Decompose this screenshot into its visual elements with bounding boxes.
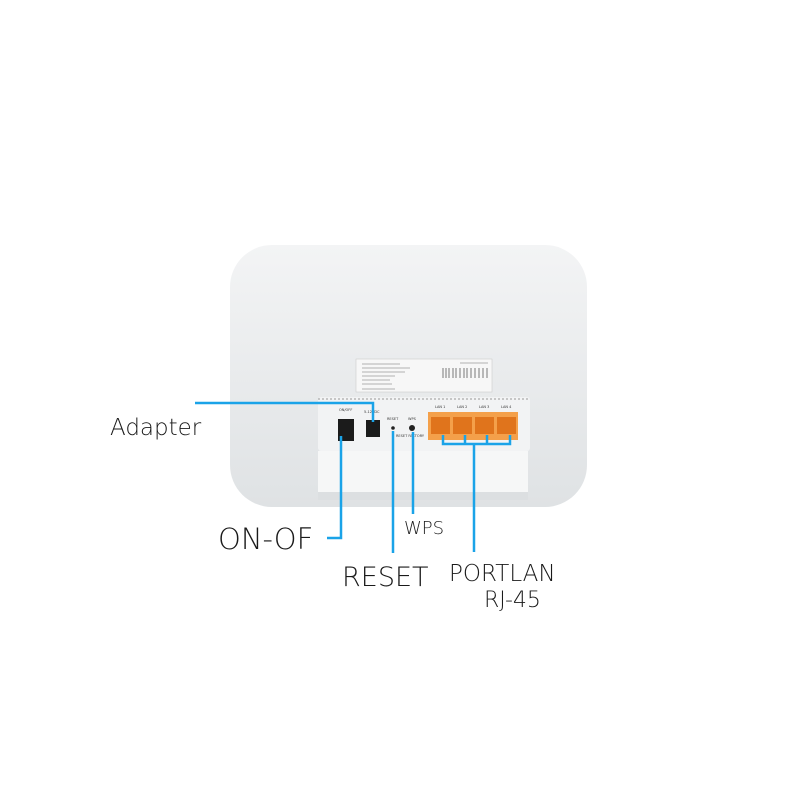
device-label-lan1: LAN 1 <box>435 405 445 409</box>
on-off-label: ON-OF <box>218 522 314 556</box>
onoff-callout-line <box>327 436 343 540</box>
reset-label: RESET <box>342 562 429 593</box>
power-switch[interactable] <box>338 419 354 441</box>
portlan-bracket <box>441 435 512 446</box>
product-sticker <box>355 358 493 393</box>
device-label-wps: WPS <box>408 417 417 421</box>
device-label-lan3: LAN 3 <box>479 405 489 409</box>
reset-button[interactable] <box>391 426 395 430</box>
lan-port-1[interactable] <box>431 417 450 434</box>
device-label-lan4: LAN 4 <box>501 405 512 409</box>
device-label-lan2: LAN 2 <box>457 405 467 409</box>
device-label-reset-factory: RESET FACTORY <box>396 434 425 438</box>
device-label-onoff: ON/OFF <box>339 408 352 412</box>
rj45-label: RJ-45 <box>484 588 541 613</box>
adapter-label: Adapter <box>110 415 202 441</box>
lan-port-3[interactable] <box>475 417 494 434</box>
wps-button[interactable] <box>409 425 415 431</box>
lan-port-2[interactable] <box>453 417 472 434</box>
stand <box>318 451 528 499</box>
device-label-reset: RESET <box>387 417 399 421</box>
power-jack[interactable] <box>366 420 380 437</box>
lan-port-4[interactable] <box>497 417 516 434</box>
adapter-callout-line <box>195 401 375 422</box>
wps-label: WPS <box>404 518 445 539</box>
portlan-label: PORTLAN <box>449 561 556 587</box>
